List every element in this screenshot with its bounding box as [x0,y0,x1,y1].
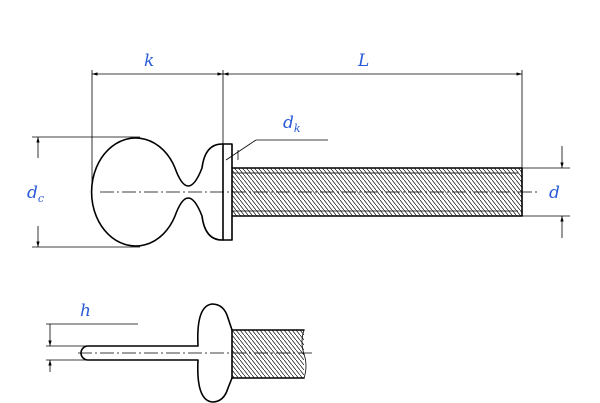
side-head-outline [80,303,233,403]
label-dc: dc [27,183,44,205]
side-break-line [301,329,307,379]
bolt-head-outline [90,137,233,247]
side-thread-hatching [232,330,304,378]
label-d: d [549,183,560,203]
dk-leader-diagonal [225,139,257,161]
label-k: k [144,51,154,71]
side-view: h [46,301,315,403]
front-view: k L dk dc d [27,51,570,248]
label-h: h [80,301,91,321]
side-shank-outline [231,329,305,379]
label-dk: dk [283,113,301,135]
label-L: L [357,51,369,71]
